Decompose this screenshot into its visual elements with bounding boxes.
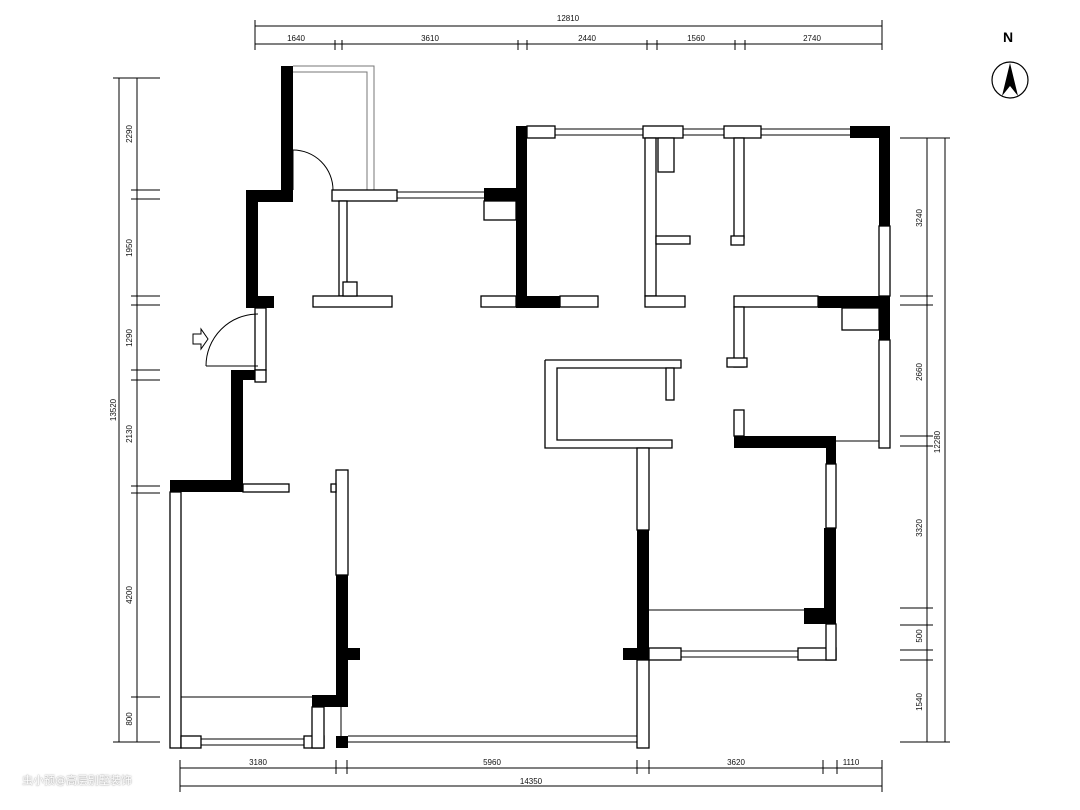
left-seg-5: 4200: [125, 586, 134, 604]
entry-arrow-icon: [192, 327, 209, 351]
top-seg-4: 1560: [687, 34, 705, 43]
bottom-seg-4: 1110: [843, 758, 860, 767]
north-arrow-icon: [1002, 63, 1018, 96]
right-dimensions: 12280 3240 2660 3320 500 1540: [900, 137, 950, 743]
top-seg-3: 2440: [578, 34, 596, 43]
right-seg-4: 500: [915, 629, 924, 643]
partition-walls: [169, 65, 891, 749]
balcony-door-swing: [292, 149, 334, 191]
top-seg-1: 1640: [287, 34, 305, 43]
right-total-label: 12280: [933, 430, 942, 453]
top-total-label: 12810: [557, 14, 580, 23]
bottom-seg-1: 3180: [249, 758, 267, 767]
bottom-seg-2: 5960: [483, 758, 501, 767]
left-seg-2: 1950: [125, 239, 134, 257]
watermark-text: 虫小预@高层别墅装饰: [22, 774, 132, 787]
doors: [192, 149, 334, 367]
bottom-seg-3: 3620: [727, 758, 745, 767]
compass-circle: [991, 61, 1029, 99]
top-seg-2: 3610: [421, 34, 439, 43]
left-total-label: 13520: [109, 398, 118, 421]
bottom-total-label: 14350: [520, 777, 543, 786]
left-seg-1: 2290: [125, 125, 134, 143]
bottom-dimensions: 3180 5960 3620 1110 14350: [179, 758, 883, 792]
left-dimensions: 13520 2290 1950 1290 2130 4200 800: [109, 77, 160, 743]
left-seg-6: 800: [125, 712, 134, 726]
entry-door-swing: [205, 313, 259, 367]
structural-walls: [170, 66, 890, 748]
right-seg-2: 2660: [915, 363, 924, 381]
north-compass: N: [991, 29, 1029, 99]
right-seg-1: 3240: [915, 209, 924, 227]
right-seg-3: 3320: [915, 519, 924, 537]
left-seg-4: 2130: [125, 425, 134, 443]
left-seg-3: 1290: [125, 329, 134, 347]
top-seg-5: 2740: [803, 34, 821, 43]
right-seg-5: 1540: [915, 693, 924, 711]
top-dimensions: 12810 1640 3610 2440 1560 2740: [254, 14, 883, 50]
north-label: N: [1003, 29, 1013, 45]
